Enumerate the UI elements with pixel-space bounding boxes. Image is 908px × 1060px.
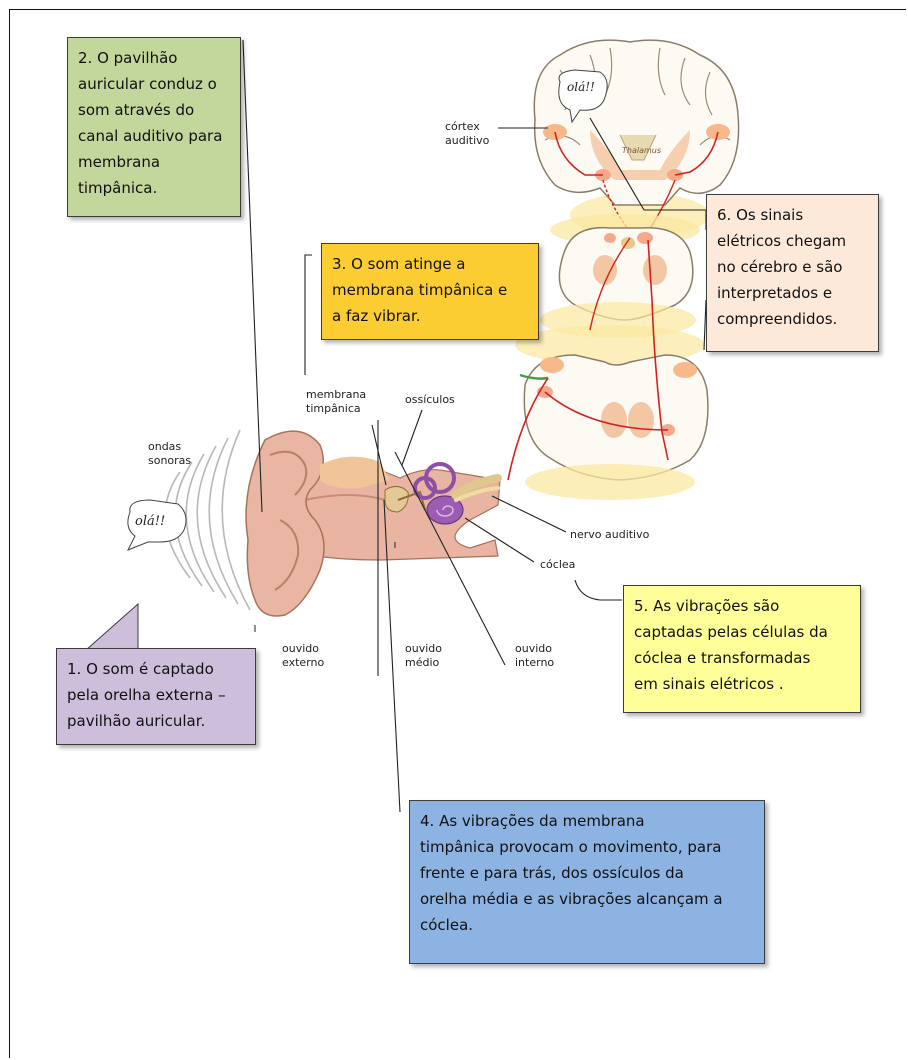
brainstem-upper [540,214,700,338]
brain-bubble-text: olá!! [567,80,595,94]
ear-illustration [246,431,500,616]
step-2-text: 2. O pavilhão auricular conduz o som atr… [78,45,230,201]
label-ouvido-medio: ouvido médio [405,642,442,670]
step-6-text: 6. Os sinais elétricos chegam no cérebro… [717,202,868,332]
ear-bubble-text: olá!! [135,514,165,529]
label-ouvido-interno: ouvido interno [515,642,554,670]
label-cortex-auditivo: córtex auditivo [445,120,489,148]
step-1-box: 1. O som é captado pela orelha externa –… [56,648,256,745]
label-ossiculos: ossículos [405,393,455,407]
step-1-callout-tail [80,600,150,652]
step-4-text: 4. As vibrações da membrana timpânica pr… [420,808,754,938]
step-1-text: 1. O som é captado pela orelha externa –… [67,656,245,734]
label-nervo-auditivo: nervo auditivo [570,528,649,542]
step-3-text: 3. O som atinge a membrana timpânica e a… [332,251,528,329]
step-2-box: 2. O pavilhão auricular conduz o som atr… [67,37,241,217]
step-3-box: 3. O som atinge a membrana timpânica e a… [321,243,539,340]
label-coclea: cóclea [540,558,575,572]
step-6-box: 6. Os sinais elétricos chegam no cérebro… [706,194,879,352]
step-5-text: 5. As vibrações são captadas pelas célul… [634,593,850,697]
step-4-box: 4. As vibrações da membrana timpânica pr… [409,800,765,964]
label-ondas-sonoras: ondas sonoras [148,440,191,468]
step-5-box: 5. As vibrações são captadas pelas célul… [623,585,861,713]
label-membrana-timpanica: membrana timpânica [306,388,366,416]
label-ouvido-externo: ouvido externo [282,642,324,670]
label-thalamus: Thalamus [622,144,661,158]
